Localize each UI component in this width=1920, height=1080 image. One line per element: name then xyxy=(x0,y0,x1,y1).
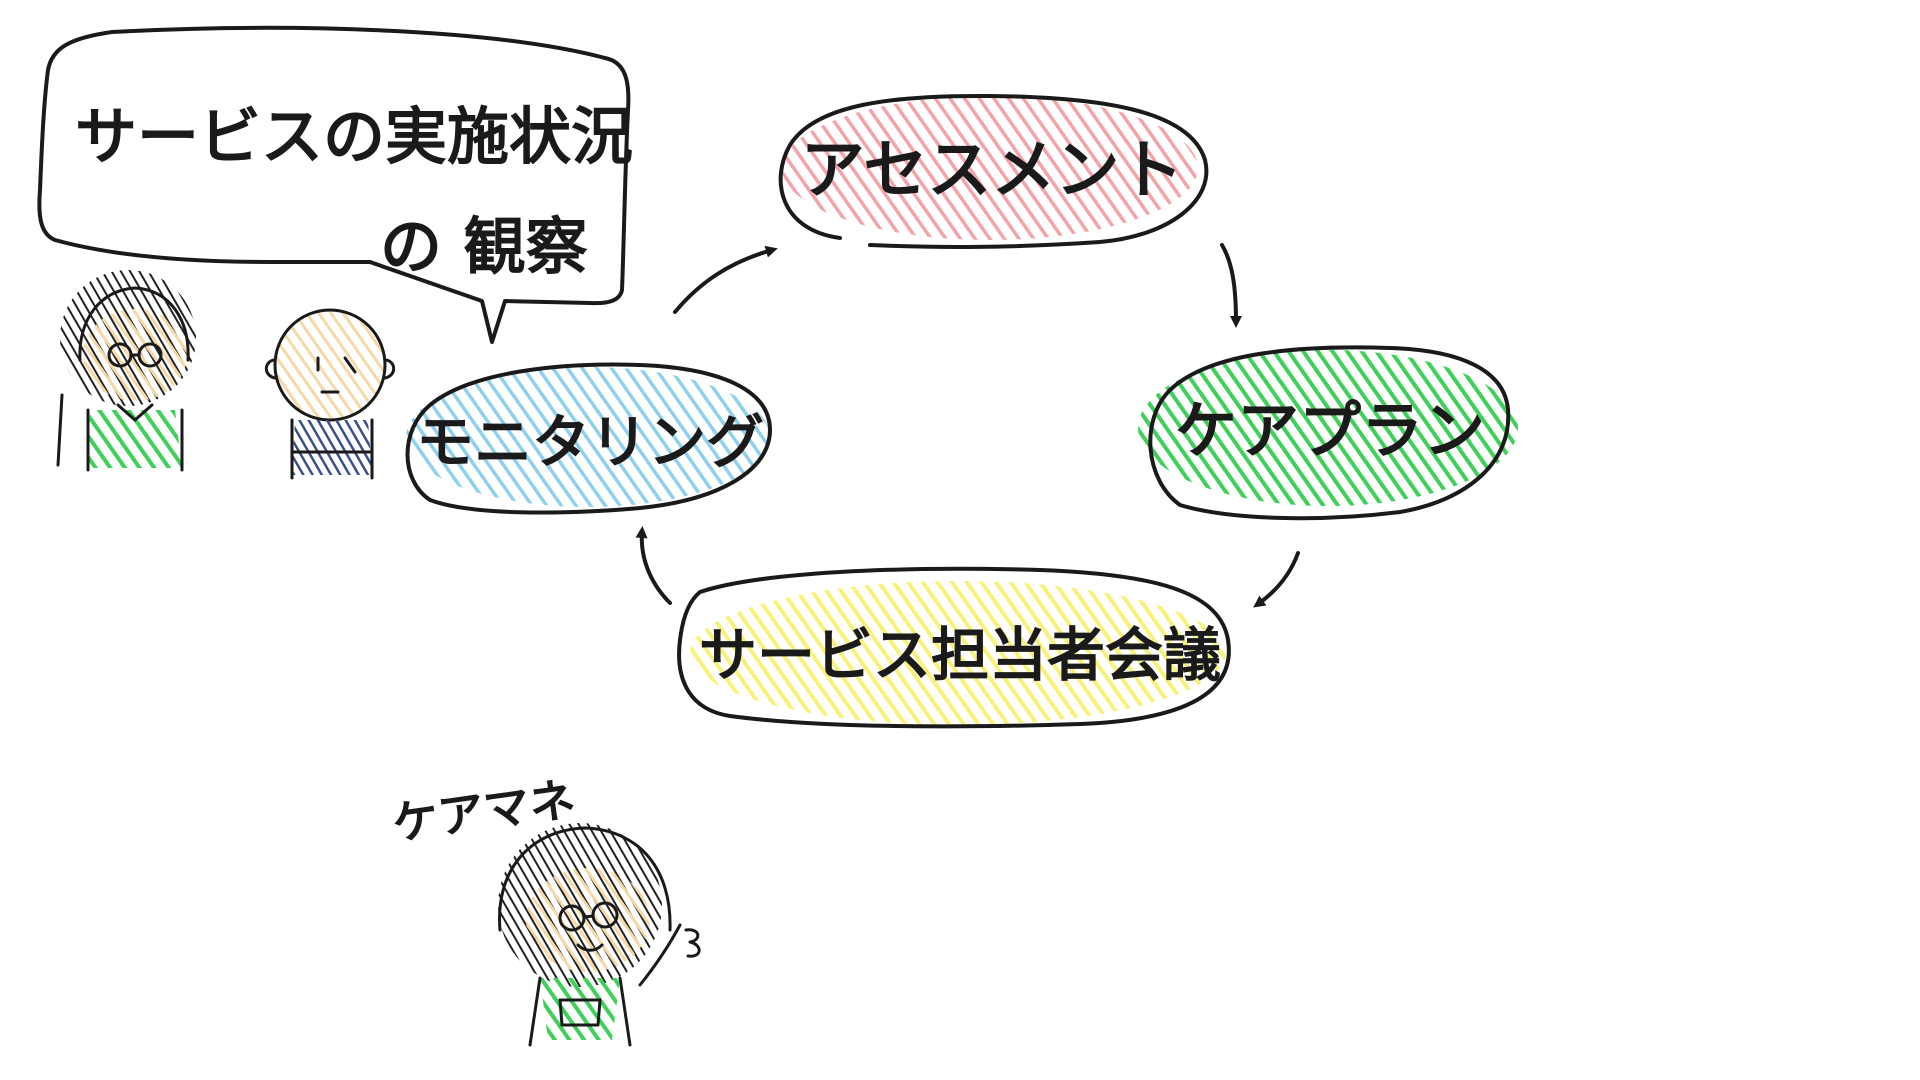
care-manager-head-outline xyxy=(498,826,672,932)
arrow-monitoring-to-assessment xyxy=(673,245,778,314)
care-manager-shirt xyxy=(540,978,620,1040)
node-monitoring-label: モニタリング xyxy=(416,408,764,476)
node-meeting-label: サービス担当者会議 xyxy=(699,621,1221,689)
node-assessment: アセスメント xyxy=(778,93,1209,249)
user-eye-right xyxy=(343,356,357,374)
cycle-arrows xyxy=(635,243,1300,608)
speech-bubble: サービスの実施状況 の 観察 xyxy=(37,25,633,344)
node-meeting-fill xyxy=(690,581,1226,725)
speech-bubble-line1: サービスの実施状況 xyxy=(75,100,633,173)
node-assessment-label: アセスメント xyxy=(801,134,1184,208)
care-manager-body-outline xyxy=(528,976,632,1047)
node-assessment-outline xyxy=(778,93,1209,249)
staff-shirt xyxy=(88,410,182,468)
user-body-outline xyxy=(290,418,374,480)
care-manager-face xyxy=(526,868,650,972)
care-manager-glasses-bridge xyxy=(582,914,595,919)
node-assessment-fill xyxy=(782,96,1198,240)
node-meeting: サービス担当者会議 xyxy=(677,566,1231,729)
user-ears xyxy=(264,358,396,380)
user-face xyxy=(275,310,385,420)
node-monitoring-outline xyxy=(405,362,772,515)
care-manager-figure xyxy=(498,823,701,1047)
node-monitoring-fill xyxy=(406,367,770,507)
staff-head-outline xyxy=(78,286,190,362)
node-careplan: ケアプラン xyxy=(1138,345,1518,521)
speech-bubble-outline xyxy=(37,25,631,344)
speech-bubble-line2: の 観察 xyxy=(380,210,588,283)
arrow-meeting-to-monitoring xyxy=(635,526,672,605)
arrow-assessment-to-careplan xyxy=(1220,243,1242,328)
care-manager-arm xyxy=(638,923,682,987)
user-shirt xyxy=(292,420,372,475)
staff-figure xyxy=(56,270,196,472)
node-careplan-outline xyxy=(1148,345,1511,521)
arrow-careplan-to-meeting xyxy=(1253,551,1300,608)
staff-body-outline xyxy=(86,403,184,472)
staff-arm xyxy=(56,393,64,467)
care-manager-hand-mark xyxy=(684,928,701,958)
node-meeting-outline xyxy=(677,566,1231,729)
node-careplan-label: ケアプラン xyxy=(1175,394,1485,467)
care-manager-smile xyxy=(576,943,604,952)
node-careplan-fill xyxy=(1138,350,1518,506)
user-figure xyxy=(264,308,396,480)
node-monitoring: モニタリング xyxy=(405,362,772,515)
